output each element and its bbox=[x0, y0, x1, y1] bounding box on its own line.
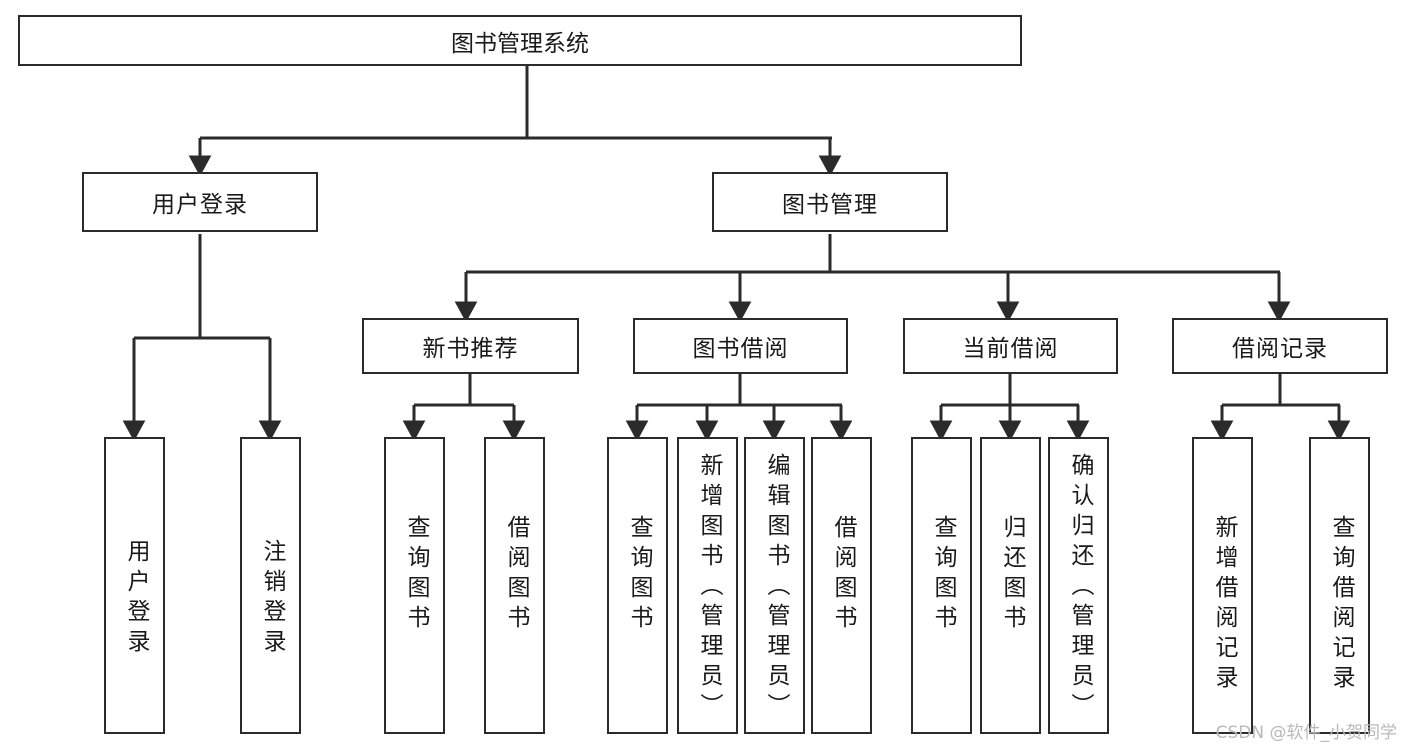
leaf-borrow-book-recommend[interactable]: 借阅图书 bbox=[484, 437, 545, 734]
watermark-text: CSDN @软件_小贺同学 bbox=[1215, 723, 1397, 743]
node-label: 用户登录 bbox=[123, 539, 149, 659]
node-label: 查询图书 bbox=[626, 515, 652, 635]
node-borrow-record[interactable]: 借阅记录 bbox=[1172, 318, 1388, 374]
leaf-borrow-book[interactable]: 借阅图书 bbox=[811, 437, 872, 734]
leaf-query-book-recommend[interactable]: 查询图书 bbox=[384, 437, 445, 734]
node-book-borrow[interactable]: 图书借阅 bbox=[633, 318, 848, 374]
node-root-system[interactable]: 图书管理系统 bbox=[18, 15, 1022, 66]
leaf-confirm-return-admin[interactable]: 确认归还（管理员） bbox=[1048, 437, 1109, 734]
node-label: 查询图书 bbox=[403, 515, 429, 635]
node-current-borrow[interactable]: 当前借阅 bbox=[903, 318, 1118, 374]
node-label: 借阅图书 bbox=[830, 515, 856, 635]
node-label: 查询借阅记录 bbox=[1328, 515, 1354, 695]
node-label: 图书管理 bbox=[782, 192, 878, 218]
node-label: 借阅记录 bbox=[1232, 336, 1328, 362]
node-label: 注销登录 bbox=[259, 539, 285, 659]
node-user-login[interactable]: 用户登录 bbox=[82, 172, 318, 232]
leaf-add-book-admin[interactable]: 新增图书（管理员） bbox=[677, 437, 738, 734]
node-label: 查询图书 bbox=[930, 515, 956, 635]
node-label: 图书借阅 bbox=[692, 336, 789, 362]
leaf-query-book-current[interactable]: 查询图书 bbox=[911, 437, 972, 734]
node-label: 当前借阅 bbox=[962, 336, 1059, 362]
node-label: 用户登录 bbox=[152, 192, 248, 218]
node-book-management[interactable]: 图书管理 bbox=[712, 172, 948, 232]
node-label: 编辑图书（管理员） bbox=[763, 453, 789, 723]
leaf-add-borrow-record[interactable]: 新增借阅记录 bbox=[1192, 437, 1253, 734]
node-label: 新增借阅记录 bbox=[1211, 515, 1237, 695]
node-label: 新书推荐 bbox=[422, 336, 519, 362]
leaf-return-book[interactable]: 归还图书 bbox=[980, 437, 1041, 734]
node-label: 图书管理系统 bbox=[451, 30, 589, 57]
leaf-query-book-borrow[interactable]: 查询图书 bbox=[607, 437, 668, 734]
node-new-book-recommend[interactable]: 新书推荐 bbox=[362, 318, 579, 374]
node-label: 确认归还（管理员） bbox=[1067, 453, 1093, 723]
leaf-logout-login[interactable]: 注销登录 bbox=[240, 437, 301, 734]
leaf-query-borrow-record[interactable]: 查询借阅记录 bbox=[1309, 437, 1370, 734]
node-label: 新增图书（管理员） bbox=[696, 453, 722, 723]
node-label: 借阅图书 bbox=[503, 515, 529, 635]
leaf-edit-book-admin[interactable]: 编辑图书（管理员） bbox=[744, 437, 805, 734]
node-label: 归还图书 bbox=[999, 515, 1025, 635]
leaf-user-login[interactable]: 用户登录 bbox=[104, 437, 165, 734]
